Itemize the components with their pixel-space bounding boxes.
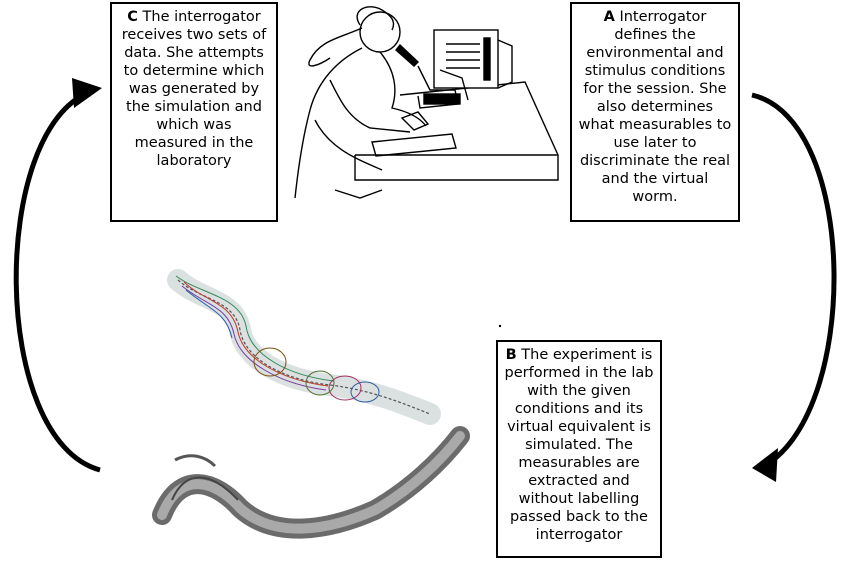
- step-b-letter: B: [505, 347, 517, 363]
- step-a-text: Interrogator defines the environmental a…: [578, 9, 732, 205]
- arrowhead-b-icon: [752, 448, 778, 482]
- step-c-letter: C: [127, 9, 138, 25]
- step-c-box: C The interrogator receives two sets of …: [110, 2, 278, 222]
- scientist-icon: [294, 6, 559, 199]
- step-a-letter: A: [603, 9, 615, 25]
- step-a-box: A Interrogator defines the environmental…: [570, 2, 740, 222]
- arrow-a-to-b: [751, 92, 837, 471]
- step-b-text: The experiment is performed in the lab w…: [504, 347, 654, 543]
- step-c-text: The interrogator receives two sets of da…: [121, 9, 267, 169]
- virtual-worm-icon: [167, 269, 441, 425]
- step-b-box: B The experiment is performed in the lab…: [496, 340, 662, 558]
- arrowhead-c-icon: [72, 78, 102, 108]
- real-worm-icon: [152, 426, 470, 539]
- arrow-b-to-c: [13, 89, 101, 473]
- speck-mark: [498, 324, 502, 328]
